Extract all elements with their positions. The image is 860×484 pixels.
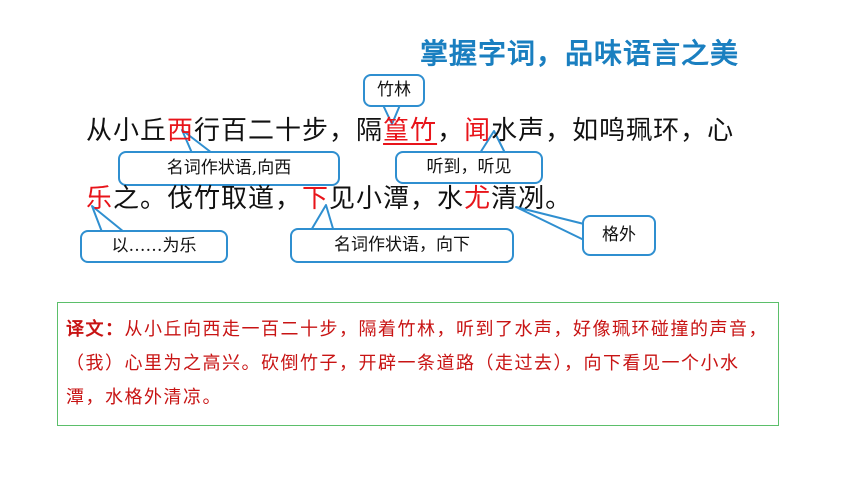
keyword-bamboo: 篁竹 xyxy=(383,116,438,146)
keyword-west: 西 xyxy=(167,116,195,146)
text-segment: 从小丘 xyxy=(86,116,168,146)
text-segment: 清冽。 xyxy=(491,184,573,214)
callout-down: 名词作状语，向下 xyxy=(290,228,514,263)
text-segment: ， xyxy=(437,116,465,146)
text-segment: 行百二十步，隔 xyxy=(194,116,384,146)
callout-especially: 格外 xyxy=(582,215,656,256)
translation-label: 译文： xyxy=(66,319,125,340)
keyword-hear: 闻 xyxy=(464,116,492,146)
keyword-joy: 乐 xyxy=(86,184,114,214)
keyword-down: 下 xyxy=(302,184,330,214)
callout-bamboo: 竹林 xyxy=(363,74,425,107)
callout-west: 名词作状语,向西 xyxy=(118,151,340,186)
translation-body: 从小丘向西走一百二十步，隔着竹林，听到了水声，好像珮环碰撞的声音，（我）心里为之… xyxy=(66,319,768,408)
callout-joy: 以……为乐 xyxy=(80,230,228,263)
text-segment: 见小潭，水 xyxy=(329,184,465,214)
translation-box: 译文：从小丘向西走一百二十步，隔着竹林，听到了水声，好像珮环碰撞的声音，（我）心… xyxy=(57,302,779,426)
text-segment: 水声，如鸣珮环，心 xyxy=(491,116,735,146)
text-segment: 之。伐竹取道， xyxy=(113,184,303,214)
keyword-especially: 尤 xyxy=(464,184,492,214)
classical-text-line-1: 从小丘西行百二十步，隔篁竹，闻水声，如鸣珮环，心 xyxy=(86,110,734,147)
page-title: 掌握字词，品味语言之美 xyxy=(420,37,740,70)
classical-text-line-2: 乐之。伐竹取道，下见小潭，水尤清冽。 xyxy=(86,178,572,215)
callout-hear: 听到，听见 xyxy=(395,151,543,184)
